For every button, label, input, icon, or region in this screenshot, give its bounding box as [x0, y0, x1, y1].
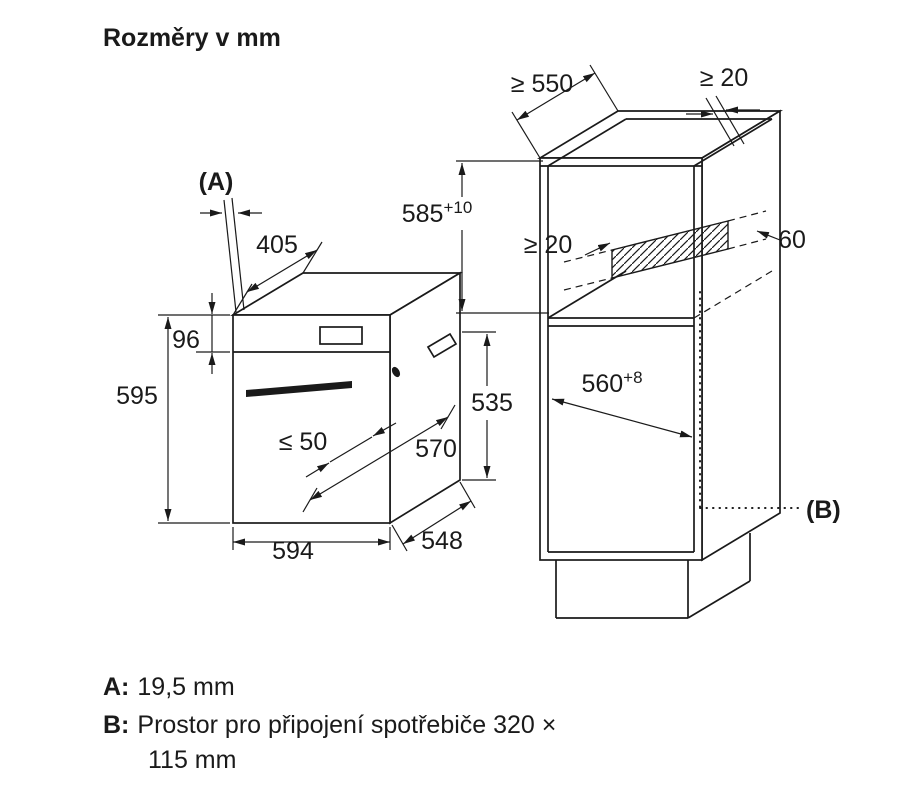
dim-cabinet-niche-height: 585+10 [402, 198, 473, 228]
dim-oven-depth-with-door: 570 [415, 435, 457, 463]
dim-oven-panel-height: 96 [172, 326, 200, 354]
dim-oven-width: 594 [272, 537, 314, 565]
oven-display [319, 326, 363, 345]
dim-oven-height: 595 [116, 382, 158, 410]
legend-line-a: A: 19,5 mm [103, 673, 235, 701]
dim-cabinet-rear-gap-inner: ≥ 20 [524, 231, 572, 259]
niche-width-tolerance: +8 [623, 368, 642, 387]
dim-cabinet-rear-gap-top: ≥ 20 [700, 64, 748, 92]
legend: A: 19,5 mm B: Prostor pro připojení spotře… [103, 673, 556, 774]
cabinet-drawing [536, 109, 799, 619]
dim-oven-top-depth: 405 [256, 231, 298, 259]
oven-door-handle [246, 381, 352, 397]
cabinet-front-face [539, 157, 703, 561]
legend-line-b-cont: 115 mm [148, 746, 236, 774]
dim-cabinet-min-depth: ≥ 550 [511, 70, 573, 98]
cabinet-label-b: (B) [806, 496, 841, 524]
niche-height-tolerance: +10 [443, 198, 472, 217]
label-backing [398, 197, 480, 230]
cabinet-right-face [701, 109, 781, 562]
cabinet-dimension-lines [456, 64, 781, 438]
dim-cabinet-vent-strip: 60 [778, 226, 806, 254]
legend-a-key: A: [103, 673, 129, 701]
oven-right-face [389, 271, 461, 525]
oven-drawing [229, 271, 464, 525]
oven-front-face [232, 314, 391, 524]
niche-height-value: 585 [402, 200, 444, 228]
dim-oven-body-height: 535 [471, 389, 513, 417]
dim-cabinet-niche-width: 560+8 [581, 368, 642, 398]
oven-label-a: (A) [199, 168, 234, 196]
niche-width-value: 560 [581, 370, 623, 398]
legend-line-b: B: Prostor pro připojení spotřebiče 320 × [103, 711, 556, 739]
legend-a-text: 19,5 mm [137, 673, 234, 701]
legend-b-key: B: [103, 711, 129, 739]
dim-oven-body-depth: 548 [421, 527, 463, 555]
oven-rear-bracket [426, 332, 458, 359]
dim-oven-handle-clearance: ≤ 50 [279, 428, 327, 456]
page-title: Rozměry v mm [103, 24, 281, 52]
label-backing [464, 386, 520, 420]
oven-door-lock [391, 366, 401, 378]
legend-b-text: Prostor pro připojení spotřebiče 320 × [137, 711, 556, 739]
oven-dimension-lines [158, 197, 496, 552]
